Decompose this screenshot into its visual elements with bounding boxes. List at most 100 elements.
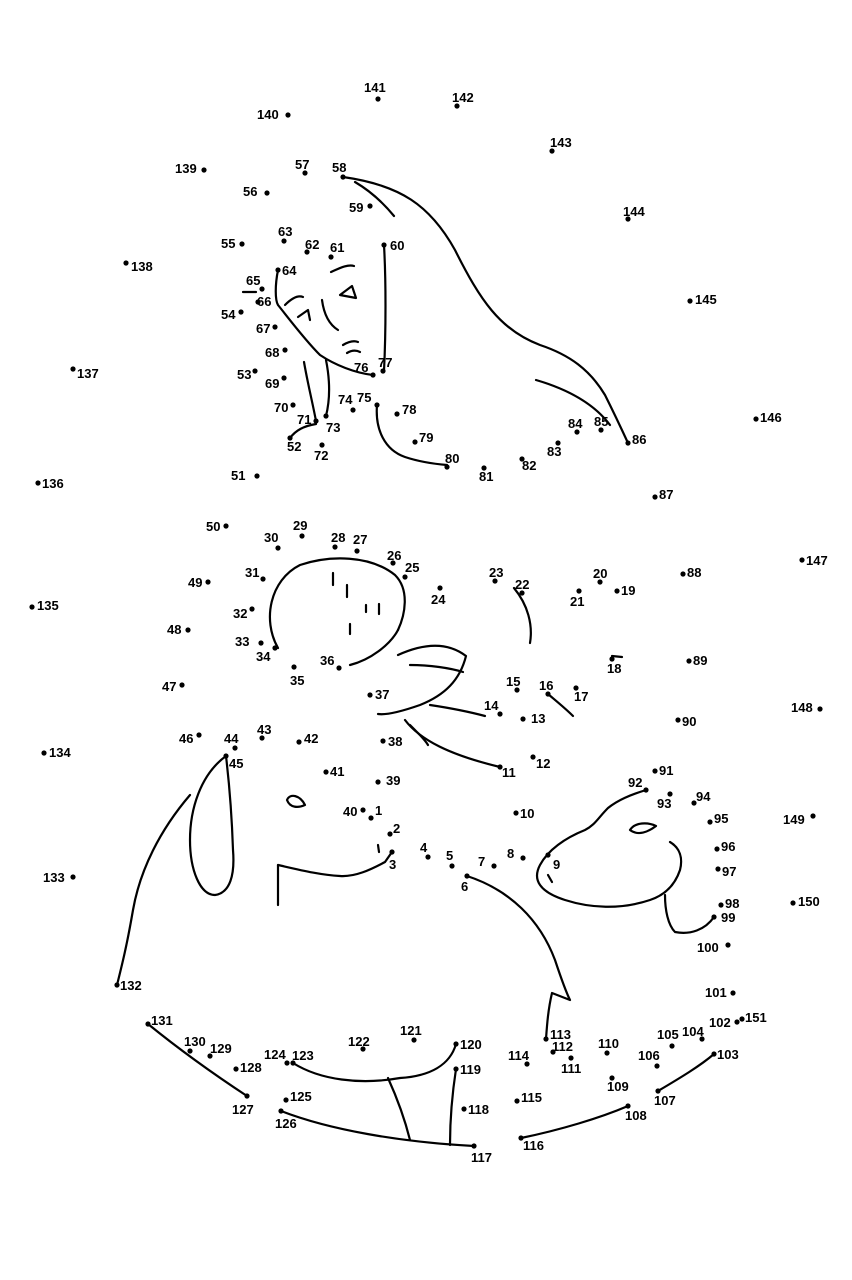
dot-119: 119 — [453, 1062, 481, 1077]
dot-number: 62 — [305, 237, 319, 252]
dot-marker — [449, 863, 455, 869]
dot-62: 62 — [304, 237, 319, 255]
dot-marker — [380, 738, 386, 744]
dot-number: 75 — [357, 390, 371, 405]
dot-number: 136 — [42, 476, 64, 491]
dot-79: 79 — [412, 430, 433, 445]
dot-marker — [323, 769, 329, 775]
dot-number: 73 — [326, 420, 340, 435]
dot-151: 151 — [739, 1010, 767, 1025]
dot-marker — [725, 942, 731, 948]
dot-number: 143 — [550, 135, 572, 150]
dot-marker — [739, 1016, 745, 1022]
dot-number: 139 — [175, 161, 197, 176]
dot-number: 31 — [245, 565, 259, 580]
dot-marker — [272, 645, 278, 651]
dot-marker — [319, 442, 325, 448]
dot-141: 141 — [364, 80, 386, 102]
dot-number: 91 — [659, 763, 673, 778]
dot-number: 65 — [246, 273, 260, 288]
dot-number: 29 — [293, 518, 307, 533]
dot-number: 82 — [522, 458, 536, 473]
hair-strand — [534, 378, 612, 427]
dot-marker — [70, 874, 76, 880]
dot-number: 56 — [243, 184, 257, 199]
dot-marker — [290, 1060, 296, 1066]
dot-5: 5 — [446, 848, 455, 869]
dot-marker — [323, 413, 329, 419]
dot-26: 26 — [387, 548, 401, 566]
dot-number: 88 — [687, 565, 701, 580]
dot-number: 115 — [521, 1090, 542, 1105]
dot-number: 10 — [520, 806, 534, 821]
dot-number: 54 — [221, 307, 236, 322]
dot-number: 76 — [354, 360, 368, 375]
dot-42: 42 — [296, 731, 318, 746]
dot-marker — [643, 787, 649, 793]
sheep-ear — [188, 754, 235, 897]
sleeve-fold — [408, 723, 430, 747]
dot-82: 82 — [519, 456, 536, 473]
dot-number: 23 — [489, 565, 503, 580]
dot-marker — [205, 579, 211, 585]
dot-number: 67 — [256, 321, 270, 336]
dot-number: 85 — [594, 414, 608, 429]
dot-number: 43 — [257, 722, 271, 737]
dot-109: 109 — [607, 1075, 629, 1094]
dot-number: 50 — [206, 519, 220, 534]
dot-marker — [687, 298, 693, 304]
dot-marker — [715, 866, 721, 872]
dot-marker — [549, 148, 555, 154]
dot-41: 41 — [323, 764, 344, 779]
dress-hem-far-right — [656, 1052, 716, 1093]
dot-marker — [545, 691, 551, 697]
dot-marker — [545, 852, 551, 858]
dot-126: 126 — [275, 1108, 297, 1131]
dot-marker — [201, 167, 207, 173]
dot-101: 101 — [705, 985, 736, 1000]
dot-number: 46 — [179, 731, 193, 746]
dot-number: 7 — [478, 854, 485, 869]
dot-6: 6 — [461, 873, 470, 894]
dot-28: 28 — [331, 530, 345, 550]
dot-marker — [707, 819, 713, 825]
dot-marker — [260, 576, 266, 582]
dot-marker — [609, 656, 615, 662]
dot-52: 52 — [287, 435, 301, 454]
dot-59: 59 — [349, 200, 373, 215]
dot-number: 100 — [697, 940, 719, 955]
dot-83: 83 — [547, 440, 561, 459]
dot-number: 96 — [721, 839, 735, 854]
dot-115: 115 — [514, 1090, 542, 1105]
dot-number: 68 — [265, 345, 279, 360]
feet-line — [291, 1042, 458, 1083]
nose — [320, 298, 340, 332]
dot-number: 128 — [240, 1060, 262, 1075]
dot-number: 51 — [231, 468, 245, 483]
dot-marker — [340, 174, 346, 180]
dot-marker — [437, 585, 443, 591]
dot-22: 22 — [515, 577, 529, 596]
dot-145: 145 — [687, 292, 717, 307]
hand-fingers — [408, 663, 487, 718]
dot-marker — [454, 103, 460, 109]
dot-36: 36 — [320, 653, 342, 671]
dot-45: 45 — [223, 753, 243, 771]
dot-number: 150 — [798, 894, 820, 909]
dot-marker — [272, 324, 278, 330]
dot-number: 53 — [237, 367, 251, 382]
dot-marker — [464, 873, 470, 879]
dot-number: 108 — [625, 1108, 647, 1123]
dot-65: 65 — [246, 273, 265, 292]
sheep-body-right — [465, 874, 572, 1041]
ear-18 — [610, 654, 624, 659]
dot-34: 34 — [256, 645, 278, 664]
dot-number: 92 — [628, 775, 642, 790]
dot-number: 72 — [314, 448, 328, 463]
dot-125: 125 — [283, 1089, 312, 1104]
dot-number: 102 — [709, 1015, 731, 1030]
dot-number: 137 — [77, 366, 99, 381]
dot-number: 19 — [621, 583, 635, 598]
